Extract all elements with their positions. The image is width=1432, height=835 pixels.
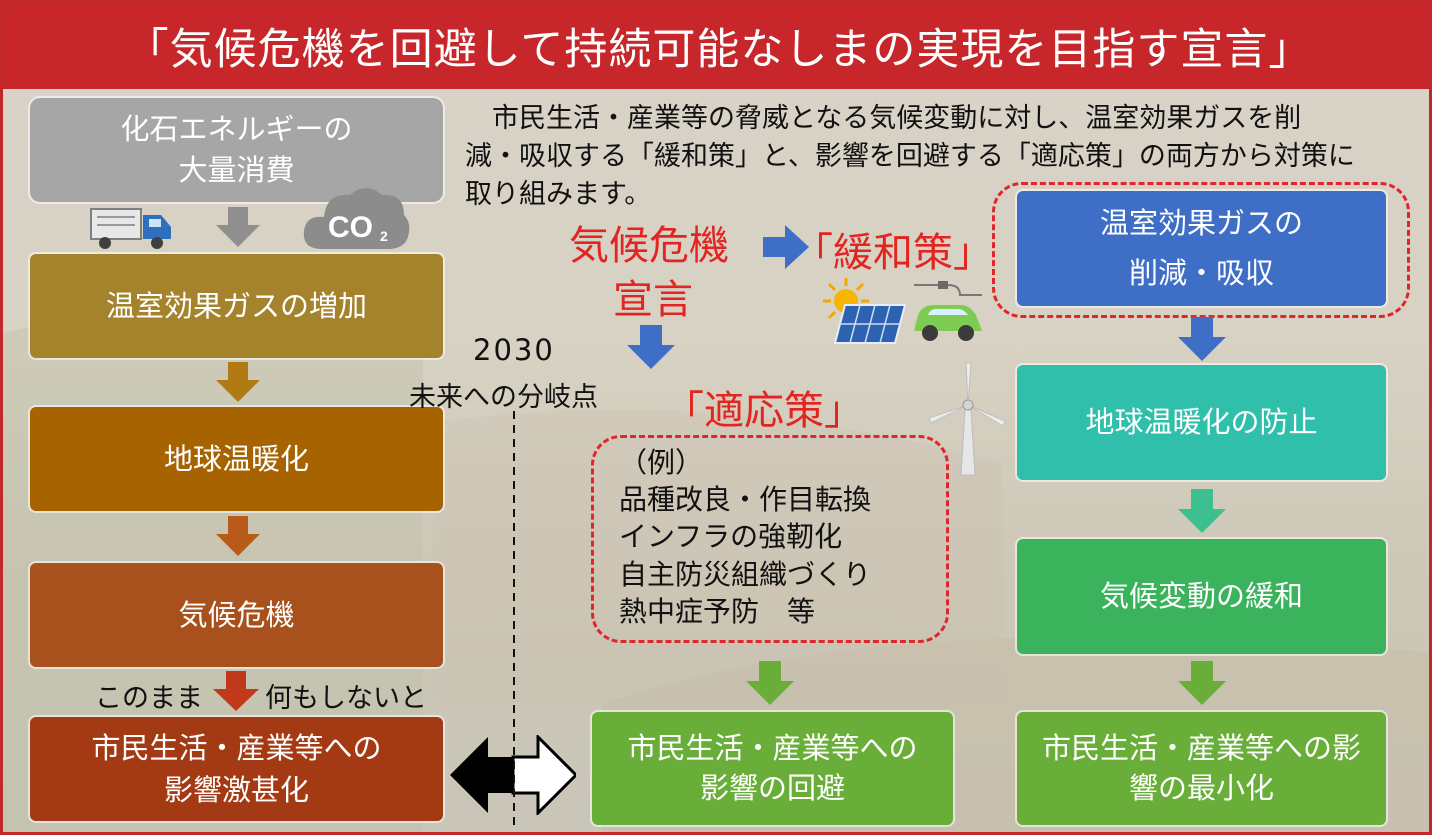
page-title: 「気候危機を回避して持続可能なしまの実現を目指す宣言」 <box>125 25 1313 75</box>
fossil-energy-line1: 化石エネルギーの <box>120 112 353 147</box>
caption-as-is: このまま <box>95 683 203 714</box>
arrow-down-gray <box>216 207 260 247</box>
fossil-energy-line2: 大量消費 <box>178 153 295 187</box>
warming-prevention-box: 地球温暖化の防止 <box>1017 365 1386 480</box>
impact-avoidance-box: 市民生活・産業等への 影響の回避 <box>592 712 953 825</box>
adaptation-example-3: 自主防災組織づくり <box>619 557 872 591</box>
co2-text: CO <box>328 211 373 244</box>
arrow-down-green-right <box>1178 661 1226 705</box>
co2-cloud-icon: CO 2 <box>303 188 410 249</box>
adaptation-examples-box <box>591 435 949 643</box>
ghg-reduction-box: 温室効果ガスの 削減・吸収 <box>1017 191 1386 306</box>
caption-do-nothing: 何もしないと <box>265 683 427 714</box>
climate-mitigation-box: 気候変動の緩和 <box>1017 539 1386 654</box>
adaptation-example-2: インフラの強靭化 <box>619 520 843 554</box>
timeline-year: 2030 <box>473 333 555 367</box>
climate-crisis-box: 気候危機 <box>30 563 443 667</box>
arrow-down-brown-2 <box>216 516 260 556</box>
ghg-reduction-line1: 温室効果ガスの <box>1099 206 1303 241</box>
adaptation-example-0: （例） <box>619 446 704 479</box>
global-warming-box: 地球温暖化 <box>30 407 443 511</box>
intro-line2: 減・吸収する「緩和策」と、影響を回避する「適応策」の両方から対策に <box>465 140 1355 172</box>
timeline-dashed-line <box>513 411 515 831</box>
adaptation-examples-list: （例） 品種改良・作目転換 インフラの強靭化 自主防災組織づくり 熱中症予防 等 <box>619 444 871 630</box>
climate-crisis-label: 気候危機 <box>178 597 295 632</box>
arrow-down-blue-2 <box>1178 317 1226 361</box>
ghg-reduction-line2: 削減・吸収 <box>1128 255 1274 290</box>
impact-minimization-line1: 市民生活・産業等への影 <box>1041 731 1361 766</box>
intro-line3: 取り組みます。 <box>465 178 652 210</box>
ghg-increase-label: 温室効果ガスの増加 <box>105 288 367 323</box>
arrow-down-teal <box>1178 489 1226 533</box>
impact-avoidance-line2: 影響の回避 <box>699 770 845 805</box>
title-bar: 「気候危機を回避して持続可能なしまの実現を目指す宣言」 <box>3 3 1429 89</box>
arrow-down-brown-1 <box>216 362 260 402</box>
ghg-increase-box: 温室効果ガスの増加 <box>30 254 443 358</box>
timeline-label: 未来への分岐点 <box>409 382 598 413</box>
arrow-down-red <box>213 671 259 711</box>
declaration-heading: 気候危機 宣言 <box>569 219 729 327</box>
warming-prevention-label: 地球温暖化の防止 <box>1085 405 1318 440</box>
climate-mitigation-label: 気候変動の緩和 <box>1099 579 1303 614</box>
co2-subscript: 2 <box>380 228 388 244</box>
severe-impact-line1: 市民生活・産業等への <box>91 730 382 765</box>
electric-car-icon <box>914 281 982 341</box>
intro-line1: 市民生活・産業等の脅威となる気候変動に対し、温室効果ガスを削 <box>465 103 1302 134</box>
wind-turbine-icon <box>928 362 1006 476</box>
fossil-energy-box: 化石エネルギーの 大量消費 <box>30 98 443 202</box>
severe-impact-box: 市民生活・産業等への 影響激甚化 <box>30 717 443 821</box>
adaptation-example-4: 熱中症予防 等 <box>619 594 816 628</box>
impact-avoidance-line1: 市民生活・産業等への <box>627 731 918 766</box>
global-warming-label: 地球温暖化 <box>163 441 309 476</box>
adaptation-label: 「適応策」 <box>664 388 864 434</box>
solar-panel-icon <box>833 304 907 344</box>
declaration-line1: 気候危機 <box>569 223 729 269</box>
mitigation-label: 「緩和策」 <box>793 230 993 276</box>
arrow-down-green-middle <box>746 661 794 705</box>
mitigation-highlight-box <box>992 182 1410 318</box>
declaration-line2: 宣言 <box>613 277 693 323</box>
arrow-down-blue-1 <box>627 325 675 369</box>
impact-minimization-line2: 響の最小化 <box>1128 770 1274 805</box>
truck-icon <box>90 208 171 249</box>
intro-paragraph: 市民生活・産業等の脅威となる気候変動に対し、温室効果ガスを削 減・吸収する「緩和… <box>465 100 1355 213</box>
adaptation-example-1: 品種改良・作目転換 <box>619 483 872 517</box>
impact-minimization-box: 市民生活・産業等への影 響の最小化 <box>1017 712 1386 825</box>
severe-impact-line2: 影響激甚化 <box>163 773 309 807</box>
arrow-right-blue <box>763 225 809 269</box>
